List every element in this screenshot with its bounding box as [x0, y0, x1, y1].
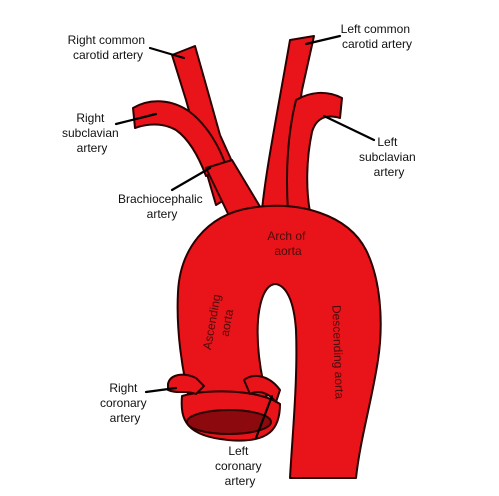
label-right-coronary: Right coronary artery: [100, 381, 150, 425]
aortic-arch-vessel: [176, 204, 382, 479]
labels: Right common carotid artery Left common …: [62, 22, 419, 488]
vessel-group: [132, 35, 382, 479]
leader-lines: [114, 34, 376, 440]
label-brachiocephalic: Brachiocephalic artery: [118, 192, 206, 221]
label-left-subclavian: Left subclavian artery: [359, 135, 419, 179]
leader-left-coronary: [254, 394, 274, 440]
label-arch-of-aorta: Arch of aorta: [267, 229, 308, 258]
label-right-subclavian: Right subclavian artery: [62, 111, 122, 155]
leader-left-common-carotid: [304, 34, 342, 46]
leader-right-common-carotid: [148, 46, 186, 60]
leader-brachiocephalic: [170, 166, 212, 192]
leader-left-subclavian: [322, 114, 376, 142]
label-left-coronary: Left coronary artery: [215, 444, 265, 488]
left-subclavian-vessel: [285, 92, 343, 213]
label-left-common-carotid: Left common carotid artery: [341, 22, 414, 51]
right-coronary-vessel: [167, 373, 205, 395]
left-coronary-vessel: [243, 374, 281, 403]
aortic-root-lumen: [186, 409, 272, 435]
label-descending-aorta: Descending aorta: [329, 305, 346, 400]
leader-right-coronary: [144, 386, 178, 394]
label-right-common-carotid: Right common carotid artery: [68, 33, 149, 62]
leader-right-subclavian: [114, 112, 158, 126]
